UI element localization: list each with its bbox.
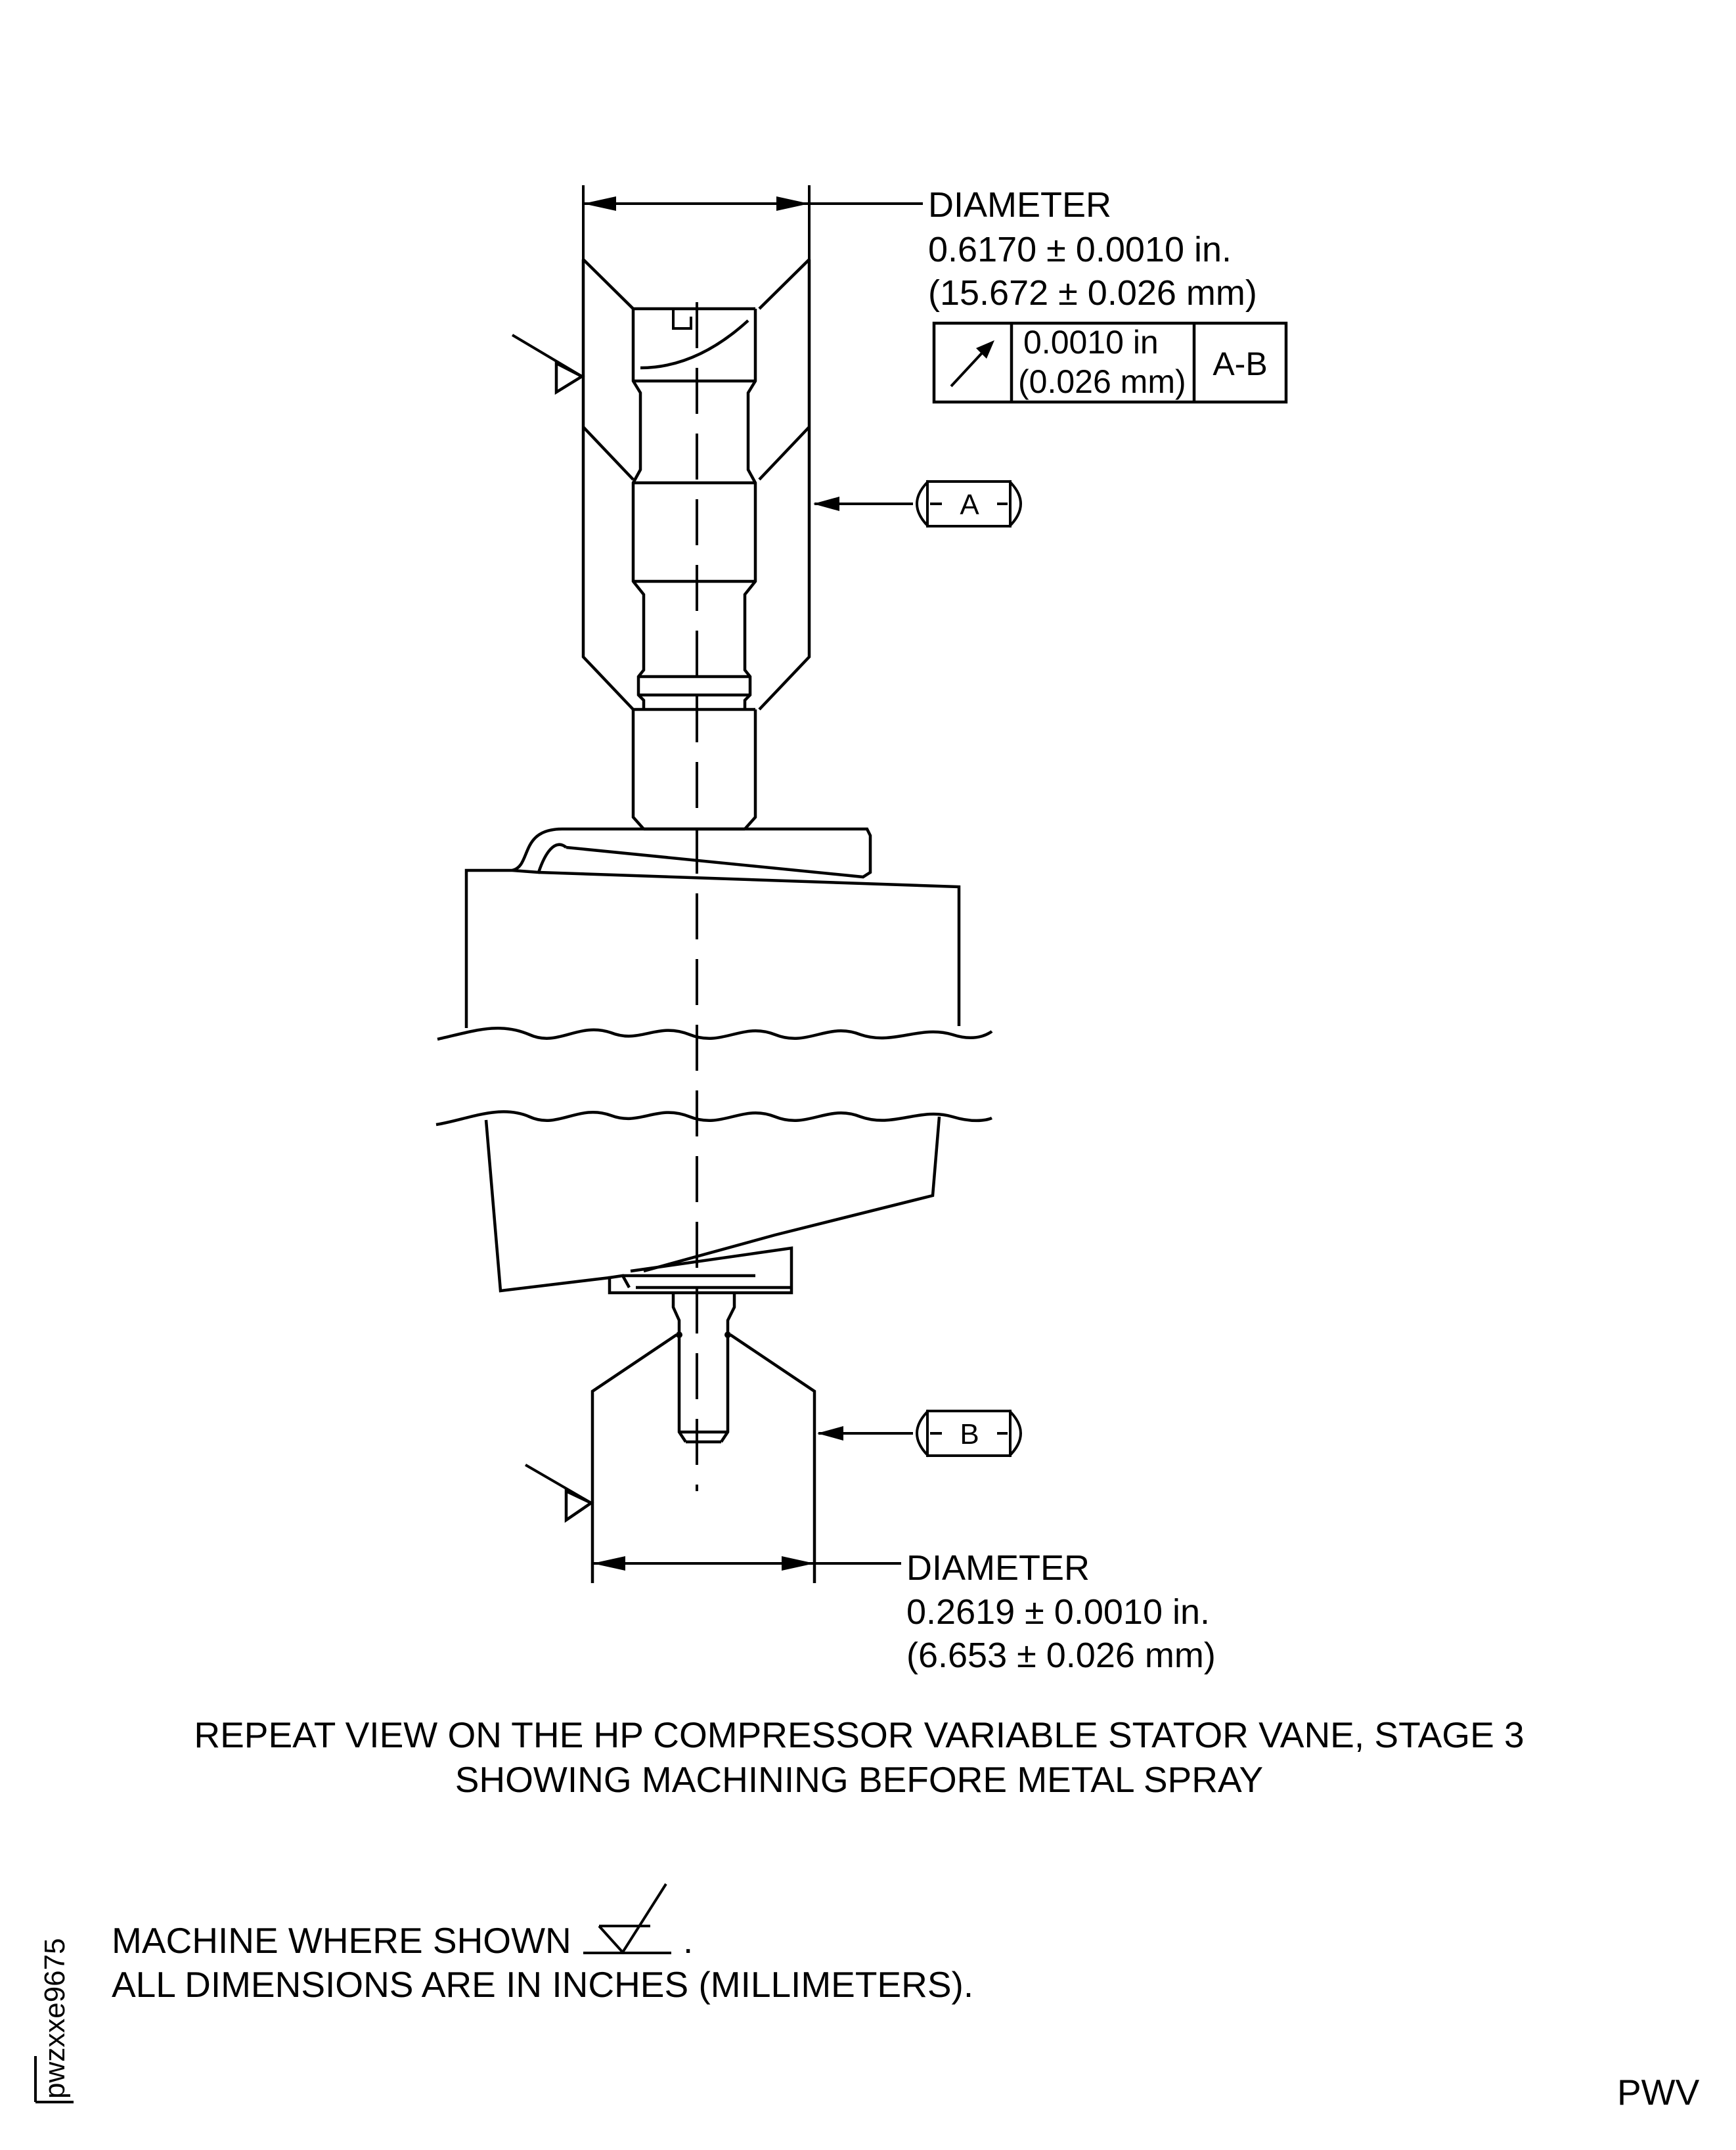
lower-trunnion	[671, 1293, 736, 1444]
caption-line-1: REPEAT VIEW ON THE HP COMPRESSOR VARIABL…	[194, 1714, 1524, 1755]
upper-trunnion	[631, 307, 757, 830]
note-machine-where-shown: MACHINE WHERE SHOWN	[112, 1920, 571, 1961]
fcf-tolerance-mm: (0.026 mm)	[1018, 363, 1186, 400]
caption-line-2: SHOWING MACHINING BEFORE METAL SPRAY	[455, 1759, 1264, 1800]
machine-symbol-icon	[583, 1883, 671, 1955]
fcf-datum-reference: A-B	[1213, 346, 1267, 382]
runout-arrow-icon	[950, 340, 994, 388]
feature-control-frame: 0.0010 in (0.026 mm) A-B	[932, 321, 1288, 404]
figure-id: pwzxxe9675	[34, 1938, 74, 2103]
lower-diameter-label: DIAMETER	[906, 1548, 1090, 1588]
corner-tag: PWV	[1617, 2072, 1700, 2113]
note-machine-period: .	[683, 1920, 693, 1961]
datum-b-flag: B	[817, 1409, 1022, 1458]
lower-trunnion-envelope	[590, 1333, 816, 1583]
upper-trunnion-envelope	[581, 258, 811, 711]
machining-symbol-upper	[511, 334, 585, 395]
figure-id-text: pwzxxe9675	[39, 1938, 71, 2099]
upper-diameter-mm: (15.672 ± 0.026 mm)	[928, 273, 1257, 313]
machining-symbol-lower	[524, 1464, 594, 1523]
lower-diameter-inch: 0.2619 ± 0.0010 in.	[906, 1592, 1210, 1632]
lower-diameter-dimension: DIAMETER 0.2619 ± 0.0010 in. (6.653 ± 0.…	[592, 1548, 1216, 1675]
lower-platform	[608, 1246, 793, 1295]
upper-diameter-inch: 0.6170 ± 0.0010 in.	[928, 230, 1232, 269]
airfoil	[435, 868, 993, 1293]
upper-diameter-label: DIAMETER	[928, 185, 1111, 225]
upper-platform	[512, 827, 872, 879]
datum-a-flag: A	[813, 480, 1022, 528]
upper-diameter-dimension: DIAMETER 0.6170 ± 0.0010 in. (15.672 ± 0…	[582, 185, 1257, 313]
datum-b-letter: B	[960, 1418, 979, 1450]
fcf-tolerance-inch: 0.0010 in	[1023, 324, 1159, 361]
note-units: ALL DIMENSIONS ARE IN INCHES (MILLIMETER…	[112, 1964, 973, 2005]
lower-diameter-mm: (6.653 ± 0.026 mm)	[906, 1636, 1216, 1675]
datum-a-letter: A	[960, 489, 979, 521]
